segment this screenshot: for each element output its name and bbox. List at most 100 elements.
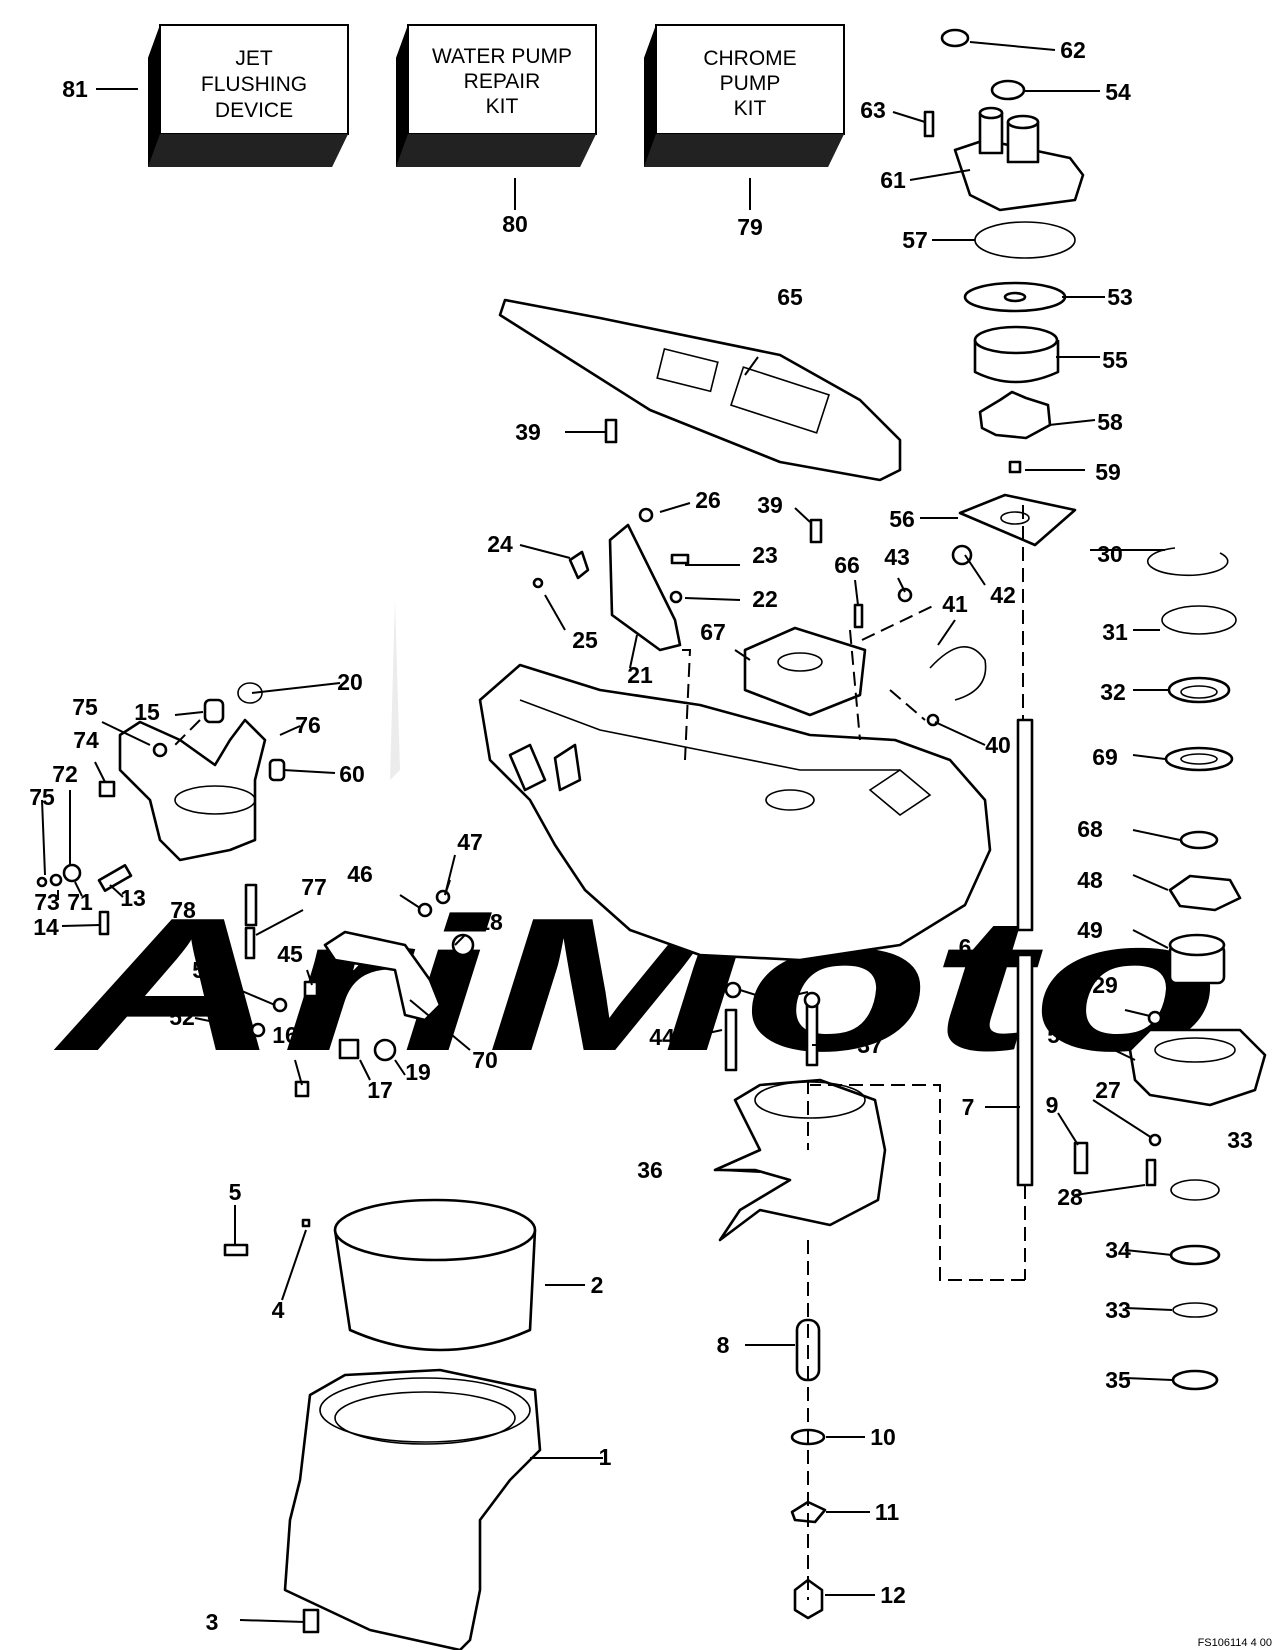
callout-47: 47 <box>457 829 483 855</box>
callout-18: 18 <box>477 909 503 935</box>
callout-78: 78 <box>170 897 196 923</box>
kit-label-line-1: WATER PUMP <box>432 45 572 68</box>
callout-49: 49 <box>1077 917 1103 943</box>
callout-12: 12 <box>880 1582 906 1608</box>
callout-20: 20 <box>337 669 363 695</box>
callout-labels: 1 2 3 4 5 6 7 8 9 10 11 12 13 14 15 16 1… <box>29 37 1272 1649</box>
kit-label-line-3: KIT <box>734 97 767 120</box>
callout-16: 16 <box>272 1022 298 1048</box>
callout-41: 41 <box>942 591 968 617</box>
callout-25: 25 <box>572 627 598 653</box>
callout-14: 14 <box>33 914 59 940</box>
callout-75: 75 <box>29 784 55 810</box>
callout-77: 77 <box>301 874 327 900</box>
callout-13: 13 <box>120 885 146 911</box>
callout-55: 55 <box>1102 347 1128 373</box>
callout-8: 8 <box>717 1332 730 1358</box>
callout-29: 29 <box>1092 972 1118 998</box>
callout-9: 9 <box>1046 1092 1059 1118</box>
callout-59: 59 <box>1095 459 1121 485</box>
callout-17: 17 <box>367 1077 393 1103</box>
callout-61: 61 <box>880 167 906 193</box>
callout-35: 35 <box>1105 1367 1131 1393</box>
kit-label-line-2: FLUSHING <box>201 73 307 96</box>
callout-63: 63 <box>860 97 886 123</box>
callout-22: 22 <box>752 586 778 612</box>
callout-11: 11 <box>875 1499 900 1525</box>
callout-67: 67 <box>700 619 726 645</box>
callout-42: 42 <box>990 582 1016 608</box>
callout-3: 3 <box>206 1609 219 1635</box>
callout-76: 76 <box>295 712 321 738</box>
callout-57: 57 <box>902 227 928 253</box>
callout-60: 60 <box>339 761 365 787</box>
assembly-dashed-lines <box>174 505 1026 1600</box>
callout-71: 71 <box>67 889 93 915</box>
leader-lines <box>41 41 1181 1623</box>
callout-38: 38 <box>760 1007 786 1033</box>
callout-2: 2 <box>591 1272 604 1298</box>
callout-69: 69 <box>1092 744 1118 770</box>
kit-label-line-3: DEVICE <box>215 99 293 122</box>
callout-10: 10 <box>870 1424 896 1450</box>
callout-33: 33 <box>1105 1297 1131 1323</box>
kit-box-chrome-pump-kit: CHROME PUMP KIT <box>644 24 845 167</box>
callout-4: 4 <box>272 1297 285 1323</box>
callout-46: 46 <box>347 861 373 887</box>
callout-23: 23 <box>752 542 778 568</box>
callout-30: 30 <box>1097 541 1123 567</box>
callout-36: 36 <box>637 1157 663 1183</box>
callout-80: 80 <box>502 211 528 237</box>
callout-15: 15 <box>134 699 160 725</box>
kit-box-water-pump-repair-kit: WATER PUMP REPAIR KIT <box>396 24 597 167</box>
callout-37: 37 <box>857 1032 883 1058</box>
callout-79: 79 <box>737 214 763 240</box>
callout-68: 68 <box>1077 816 1103 842</box>
callout-53: 53 <box>1107 284 1133 310</box>
callout-28: 28 <box>1057 1184 1083 1210</box>
kit-label-line-2: PUMP <box>720 72 781 95</box>
callout-65: 65 <box>777 284 803 310</box>
callout-62: 62 <box>1060 37 1086 63</box>
callout-50: 50 <box>1047 1022 1073 1048</box>
callout-73: 73 <box>34 889 60 915</box>
callout-70: 70 <box>472 1047 498 1073</box>
callout-56: 56 <box>889 506 915 532</box>
kit-label-line-2: REPAIR <box>464 70 541 93</box>
callout-1: 1 <box>599 1444 612 1470</box>
callout-58: 58 <box>1097 409 1123 435</box>
callout-72: 72 <box>52 761 78 787</box>
kit-label-line-1: JET <box>235 47 273 70</box>
callout-75: 75 <box>72 694 98 720</box>
callout-39: 39 <box>515 419 541 445</box>
callout-43: 43 <box>884 544 910 570</box>
callout-74: 74 <box>73 727 99 753</box>
callout-52: 52 <box>169 1004 195 1030</box>
callout-81: 81 <box>62 76 88 102</box>
callout-40: 40 <box>985 732 1011 758</box>
callout-24: 24 <box>487 531 513 557</box>
parts-layer <box>36 28 1267 1650</box>
callout-54: 54 <box>1105 79 1131 105</box>
callout-33: 33 <box>1227 1127 1253 1153</box>
kit-label-line-3: KIT <box>486 95 519 118</box>
callout-32: 32 <box>1100 679 1126 705</box>
callout-34: 34 <box>1105 1237 1131 1263</box>
kit-box-jet-flushing-device: JET FLUSHING DEVICE <box>148 24 349 167</box>
callout-66: 66 <box>834 552 860 578</box>
callout-7: 7 <box>962 1094 975 1120</box>
callout-21: 21 <box>627 662 653 688</box>
callout-39: 39 <box>757 492 783 518</box>
callout-27: 27 <box>1095 1077 1121 1103</box>
callout-5: 5 <box>229 1179 242 1205</box>
callout-26: 26 <box>695 487 721 513</box>
callout-45: 45 <box>277 941 303 967</box>
footer-code: FS106114 4 00 <box>1198 1637 1272 1649</box>
callout-44: 44 <box>649 1024 675 1050</box>
callout-19: 19 <box>405 1059 431 1085</box>
callout-51: 51 <box>192 957 218 983</box>
callout-6: 6 <box>959 934 972 960</box>
callout-48: 48 <box>1077 867 1103 893</box>
kit-label-line-1: CHROME <box>703 47 796 70</box>
